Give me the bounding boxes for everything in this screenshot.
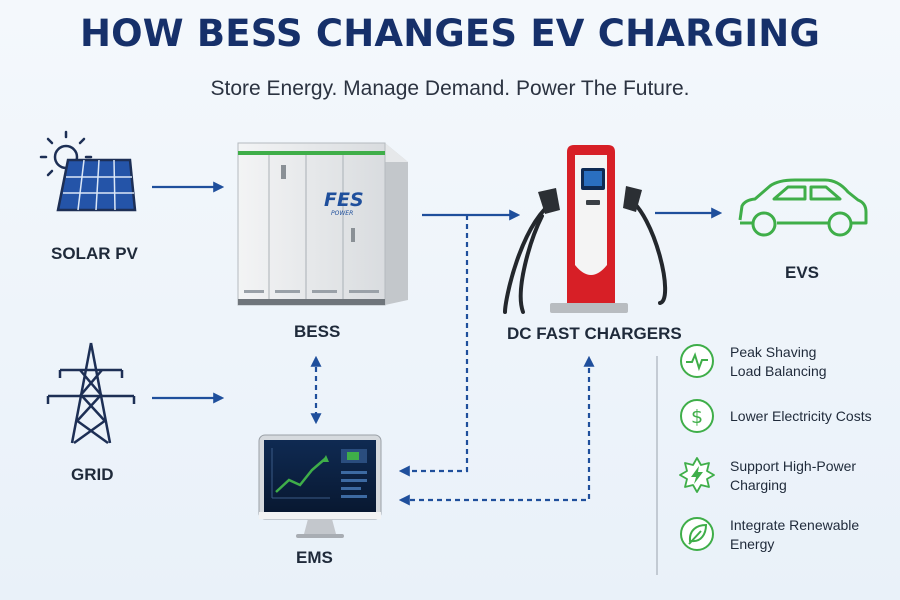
svg-text:$: $ (691, 406, 703, 428)
lightning-icon (679, 457, 715, 493)
bess-label: BESS (294, 322, 341, 341)
electric-car-icon (738, 178, 868, 237)
ems-control-link (398, 215, 469, 477)
dollar-icon: $ (680, 399, 714, 433)
bess-cabinet: FES POWER (237, 142, 408, 306)
transmission-tower-icon (46, 342, 136, 445)
ems-label: EMS (296, 548, 333, 567)
benefit-line1: Lower Electricity Costs (730, 408, 872, 424)
page-subtitle: Store Energy. Manage Demand. Power The F… (210, 77, 690, 100)
chargers-label: DC FAST CHARGERS (507, 324, 682, 343)
solar-panel-icon (39, 130, 137, 212)
page-title: HOW BESS CHANGES EV CHARGING (79, 12, 821, 55)
evs-label: EVS (785, 263, 820, 282)
benefit-line1: Integrate Renewable (730, 517, 860, 533)
bess-brand-sub: POWER (331, 210, 353, 217)
ems-charger-link (398, 355, 595, 506)
benefit-line1: Support High-Power (730, 458, 857, 474)
benefit-line2: Charging (730, 477, 787, 493)
ems-monitor-icon (258, 434, 382, 538)
dc-fast-charger-icon (503, 145, 668, 314)
leaf-icon (680, 517, 714, 551)
benefit-line2: Load Balancing (730, 363, 827, 379)
grid-label: GRID (71, 465, 114, 484)
benefit-item: $ Lower Electricity Costs (679, 398, 894, 440)
pulse-icon (680, 344, 714, 378)
benefit-line2: Energy (730, 536, 775, 552)
solar-label: SOLAR PV (51, 244, 138, 263)
benefit-line1: Peak Shaving (730, 344, 817, 360)
flow-arrows (152, 181, 723, 506)
bess-brand-logo: FES (324, 189, 364, 211)
